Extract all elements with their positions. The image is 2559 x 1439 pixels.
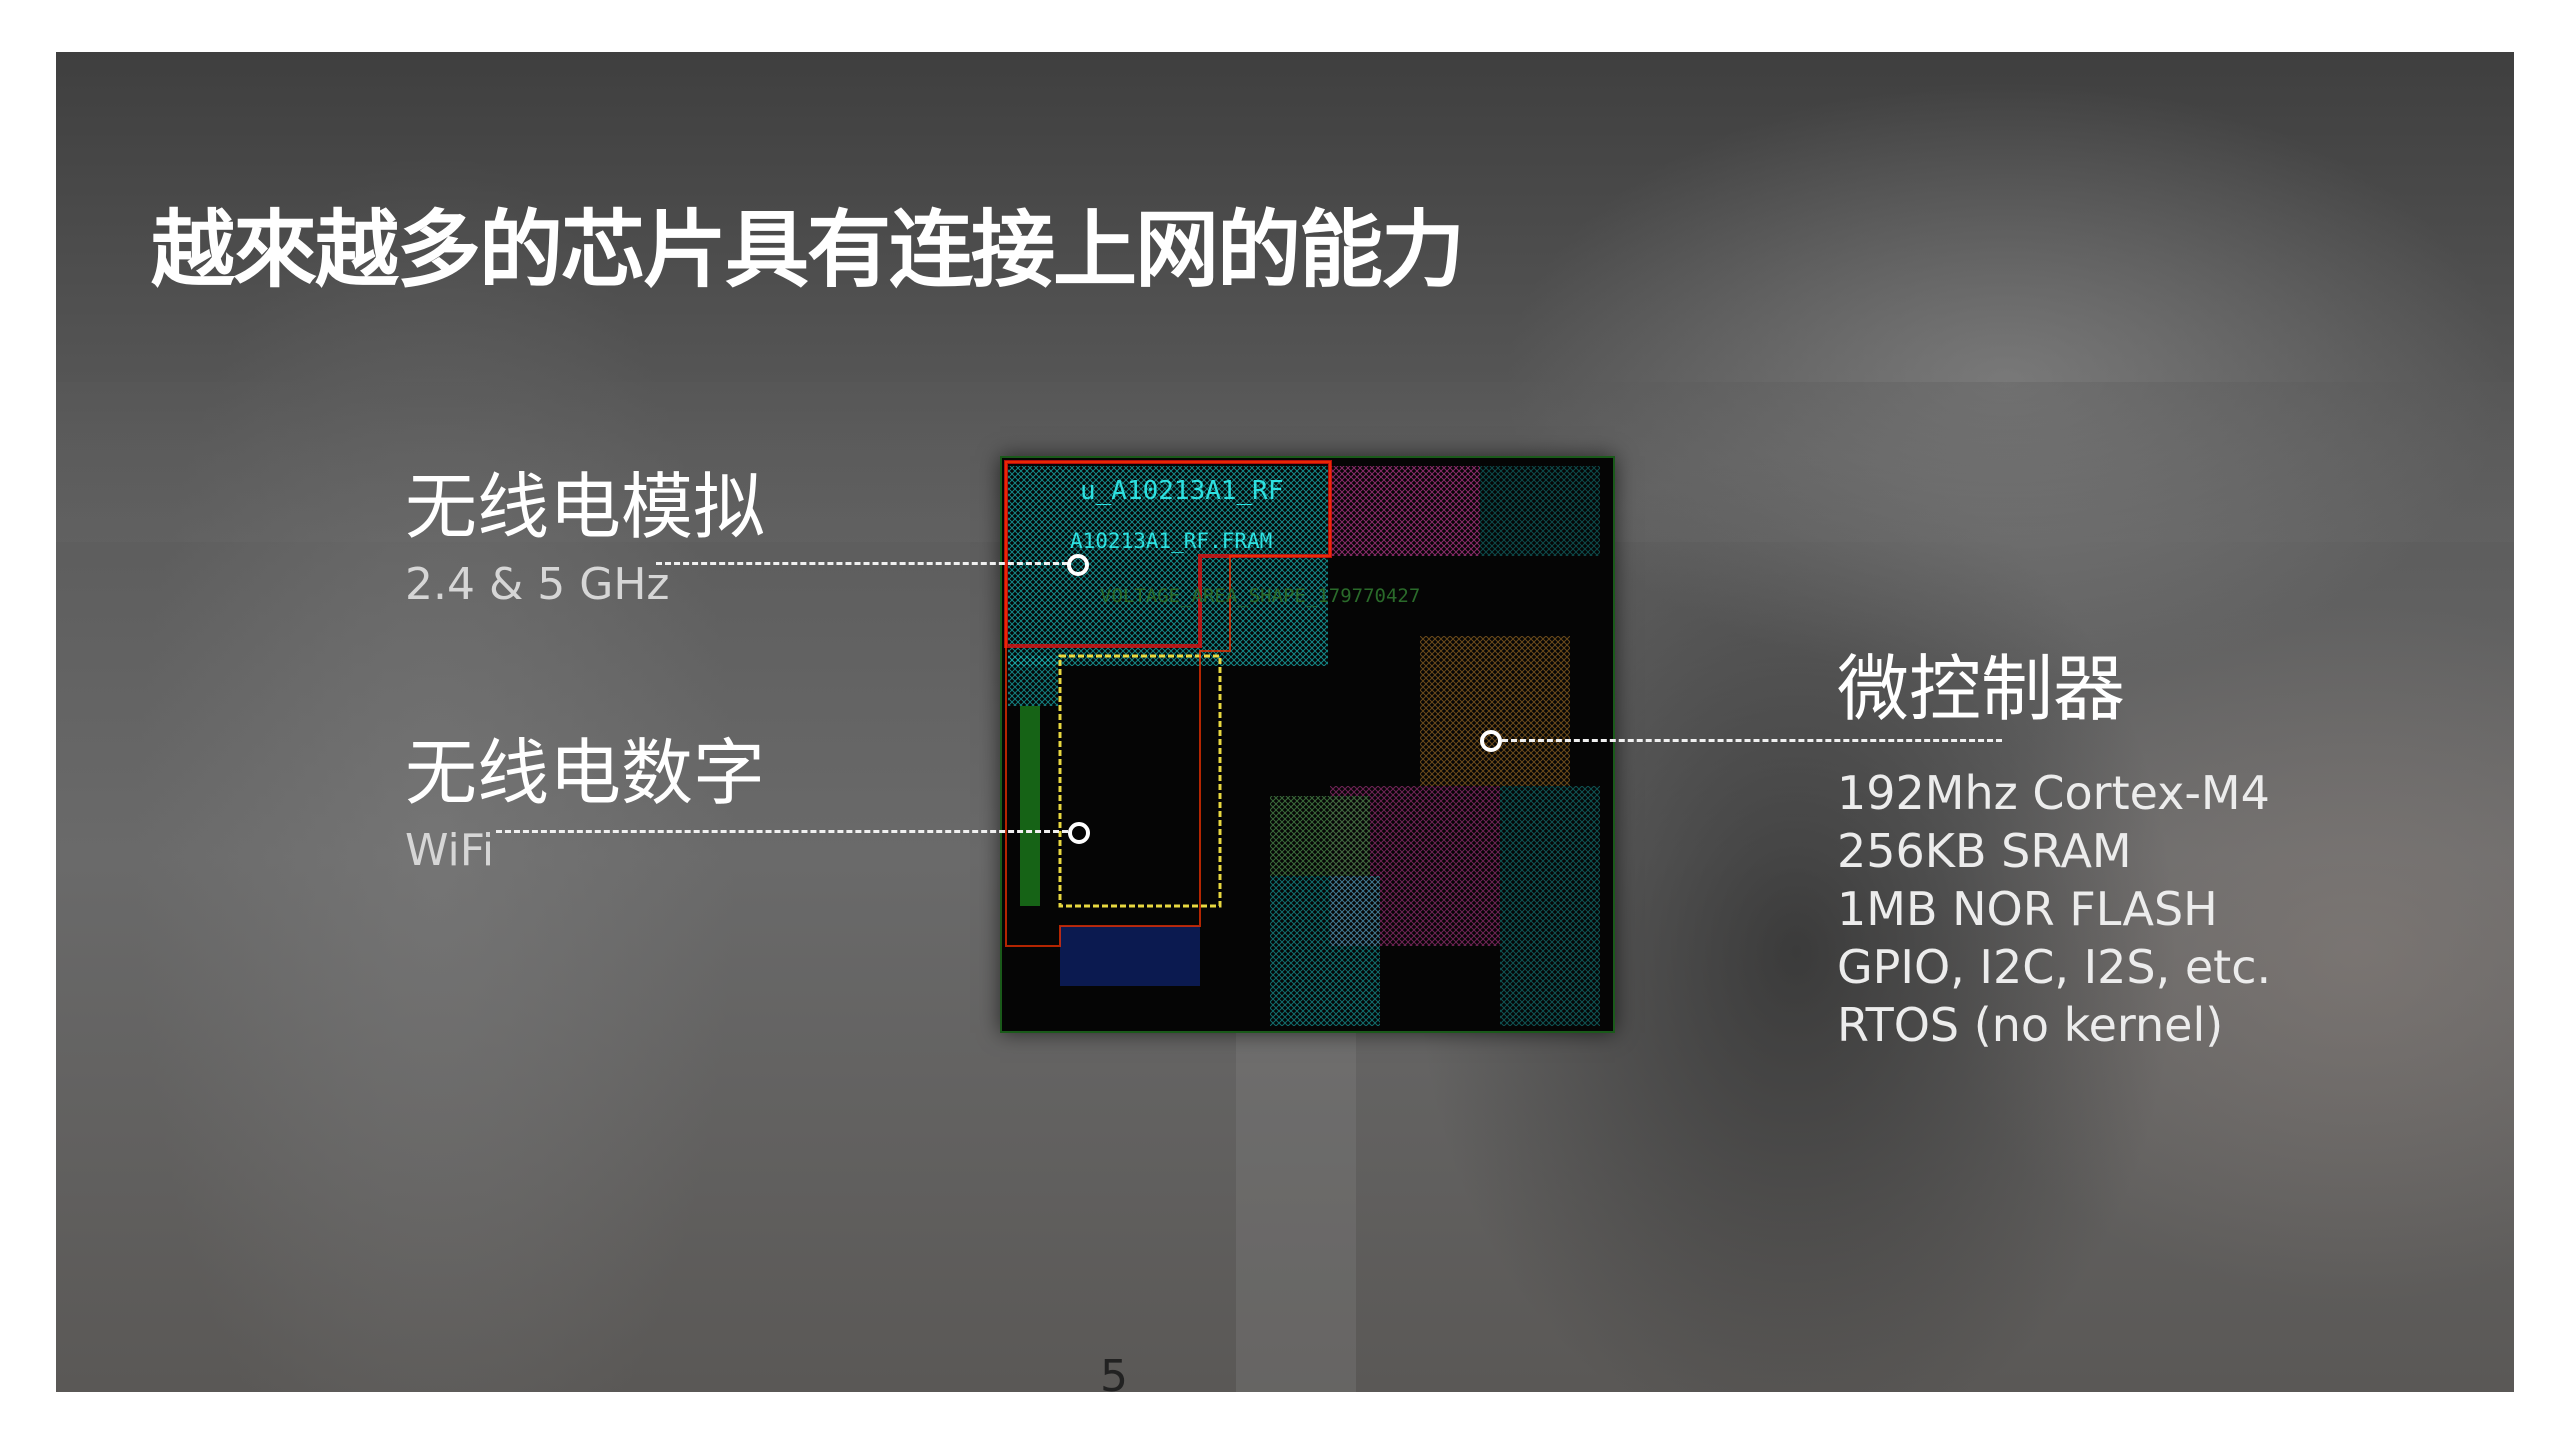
callout-dot [1480, 730, 1502, 752]
chip-label-rf: u_A10213A1_RF [1080, 476, 1284, 506]
callout-leader-line [496, 830, 1068, 833]
callout-radio-digital-label: 无线电数字 [405, 731, 766, 815]
chip-label-fram: A10213A1_RF.FRAM [1070, 529, 1272, 553]
slide: 越來越多的芯片具有连接上网的能力 u_A10213A1_RF [56, 52, 2514, 1392]
chip-die-image: u_A10213A1_RF A10213A1_RF.FRAM VOLTAGE_A… [998, 454, 1617, 1035]
mcu-spec-item: RTOS (no kernel) [1837, 998, 2224, 1052]
callout-leader-line [656, 562, 1068, 565]
callout-leader-line [1502, 739, 2002, 742]
mcu-spec-item: 1MB NOR FLASH [1837, 882, 2218, 936]
callout-dot [1067, 554, 1089, 576]
mcu-spec-list: 192Mhz Cortex-M4 256KB SRAM 1MB NOR FLAS… [1837, 764, 2271, 1054]
callout-radio-analog-label: 无线电模拟 [405, 465, 766, 549]
mcu-spec-item: 192Mhz Cortex-M4 [1837, 766, 2270, 820]
callout-radio-analog-sublabel: 2.4 & 5 GHz [405, 559, 670, 610]
callout-dot [1068, 822, 1090, 844]
slide-title: 越來越多的芯片具有连接上网的能力 [151, 201, 1465, 299]
callout-mcu-label: 微控制器 [1837, 647, 2126, 731]
page-number: 5 [1100, 1351, 1128, 1402]
chip-label-voltage-area: VOLTAGE_AREA_SHAPE_179770427 [1100, 585, 1420, 607]
mcu-spec-item: GPIO, I2C, I2S, etc. [1837, 940, 2272, 994]
callout-radio-digital-sublabel: WiFi [405, 825, 495, 876]
chip-layout-graphic: u_A10213A1_RF A10213A1_RF.FRAM VOLTAGE_A… [998, 454, 1617, 1035]
mcu-spec-item: 256KB SRAM [1837, 824, 2132, 878]
